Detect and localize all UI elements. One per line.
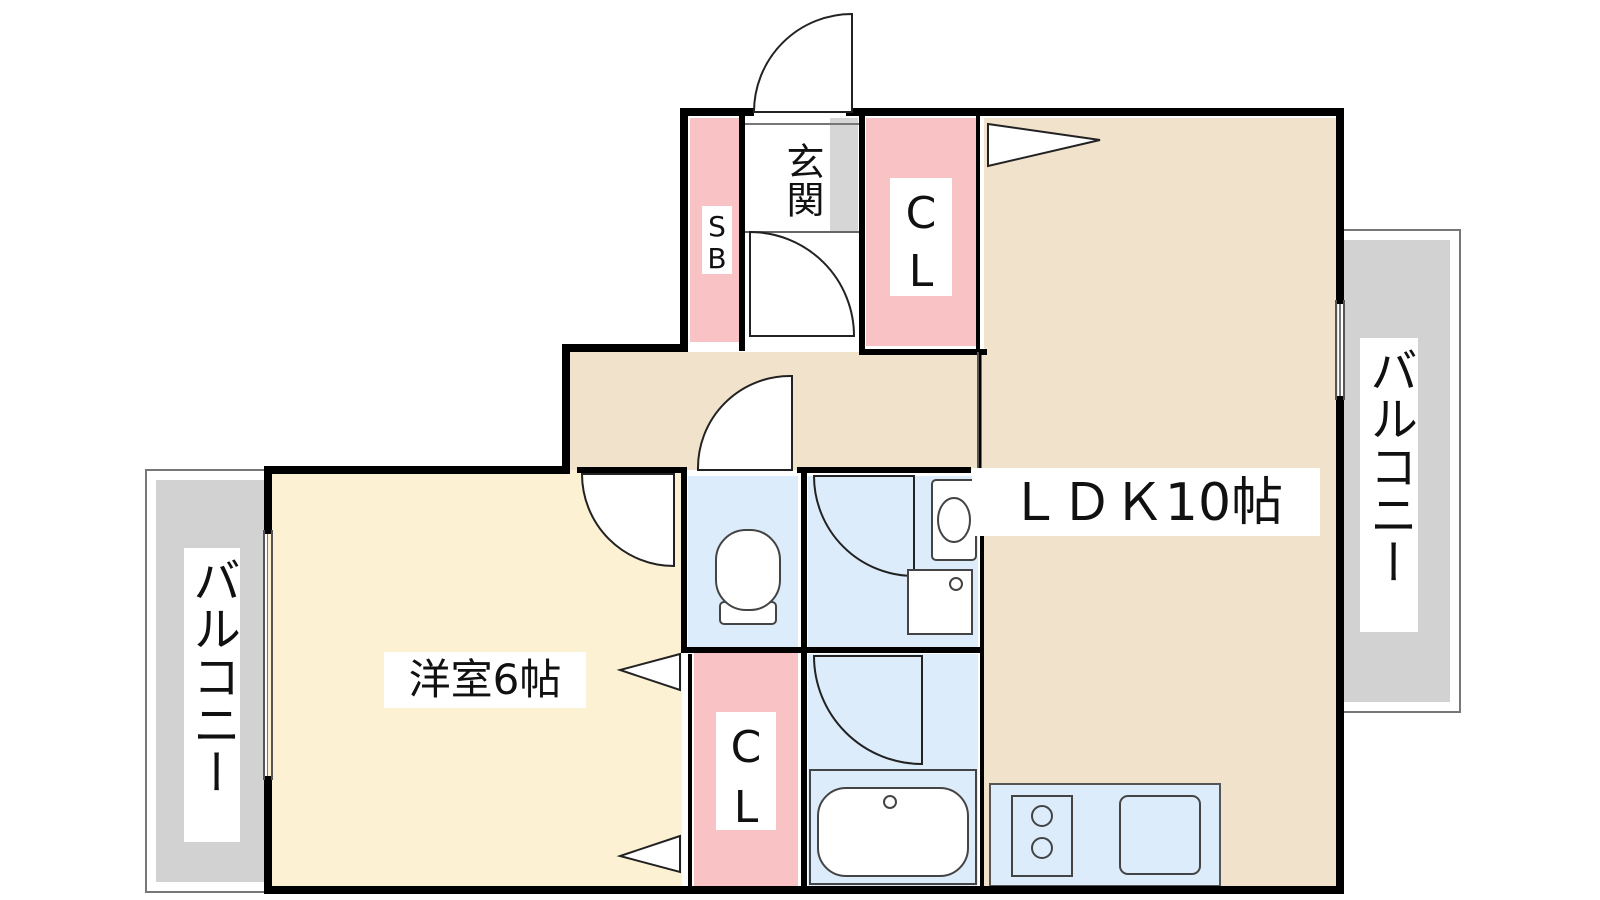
closet-top-label-l: L [909,246,934,297]
wall-outer [264,108,688,474]
closet-bottom-label-l: L [734,782,759,833]
balcony-right-label: バルコニー [1361,346,1417,586]
closet-bottom-label-bg [716,712,776,830]
closet-top-label-bg [890,178,952,296]
western-room-label: 洋室6帖 [409,655,562,704]
ldk-door-top [987,122,1101,168]
stove-box [1011,795,1073,877]
washer-pan [907,569,973,635]
shoe-box-label-bg [702,206,732,274]
balcony-left-label-bg [184,548,240,842]
closet-top-label-c: C [906,188,937,239]
entrance-step [830,118,858,232]
washbasin-bowl [937,497,971,543]
closet-bottom-label-c: C [731,722,762,773]
washbasin [931,479,977,561]
western-door [580,473,675,568]
wall-entrance-right [859,109,987,355]
closet-door-a [616,652,681,692]
balcony-left-label: バルコニー [184,556,240,796]
shoe-box-label-b: B [707,242,726,275]
burner-top-icon [1031,805,1053,827]
balcony-right-label-bg [1360,338,1418,632]
washer-pan-box [907,569,973,635]
toilet [715,529,781,625]
doors [580,12,1101,874]
windows [263,300,1345,780]
shoe-box-label-s: S [708,210,726,243]
bathtub-drain [883,795,897,809]
entrance-inner-door [749,230,856,337]
front-door [752,12,853,113]
kitchen-sink [1119,795,1201,875]
toilet-bowl [715,529,781,611]
washer-drain [949,577,963,591]
wall-western-right [681,467,983,653]
entrance-label: 玄関 [780,142,824,218]
burner-bottom-icon [1031,837,1053,859]
walls [264,108,1344,894]
bath-door [812,655,923,766]
bathtub [809,769,977,885]
western-label-bg [384,652,586,708]
bathtub-basin [817,787,969,877]
ldk-label: ＬＤＫ10帖 [1009,473,1283,533]
stove [1011,795,1073,877]
hall-door [696,374,793,471]
labels: ＬＤＫ10帖 洋室6帖 C L C L S B 玄関 バルコニー バルコニー [184,142,1418,842]
ldk-label-bg [972,468,1320,536]
closet-door-b [616,834,681,874]
